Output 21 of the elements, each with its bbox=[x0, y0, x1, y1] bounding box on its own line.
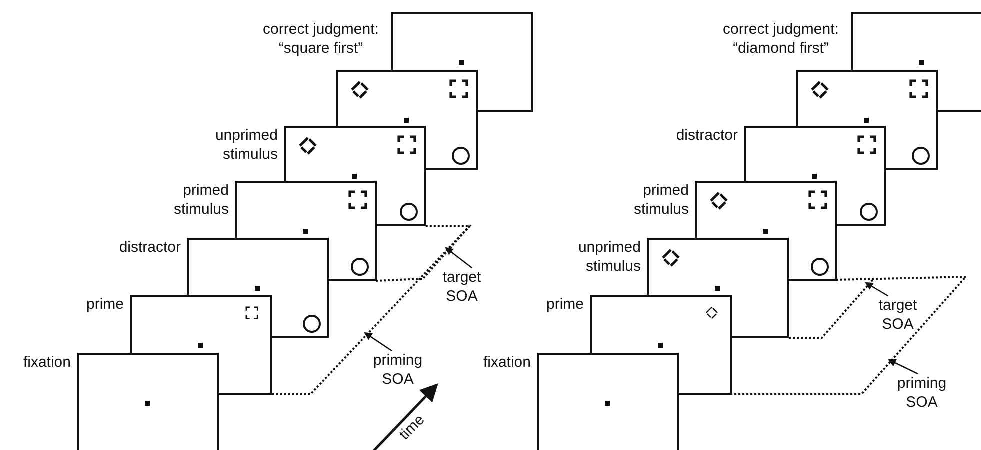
leader-arrow bbox=[364, 332, 392, 352]
frame-label: prime bbox=[85, 295, 124, 314]
leader-arrow bbox=[445, 247, 472, 269]
frame-label: unprimed stimulus bbox=[577, 238, 641, 276]
frame-label: fixation bbox=[22, 353, 71, 372]
frame-label: primed stimulus bbox=[172, 181, 229, 219]
interval-label: priming SOA bbox=[896, 374, 948, 412]
frame-label: fixation bbox=[482, 353, 531, 372]
interval-label: target SOA bbox=[878, 296, 918, 334]
leader-arrow bbox=[888, 359, 918, 375]
frame-label: distractor bbox=[118, 238, 181, 257]
interval-label: target SOA bbox=[442, 268, 482, 306]
frame-label: primed stimulus bbox=[632, 181, 689, 219]
axis-label: time bbox=[396, 411, 428, 444]
interval-label: priming SOA bbox=[372, 351, 424, 389]
frame-label: distractor bbox=[675, 126, 738, 145]
frame-label: correct judgment: “square first” bbox=[262, 20, 380, 58]
frame-label: unprimed stimulus bbox=[214, 126, 278, 164]
frame-label: correct judgment: “diamond first” bbox=[722, 20, 840, 58]
leader-arrow bbox=[865, 282, 888, 297]
frame-label: prime bbox=[545, 295, 584, 314]
